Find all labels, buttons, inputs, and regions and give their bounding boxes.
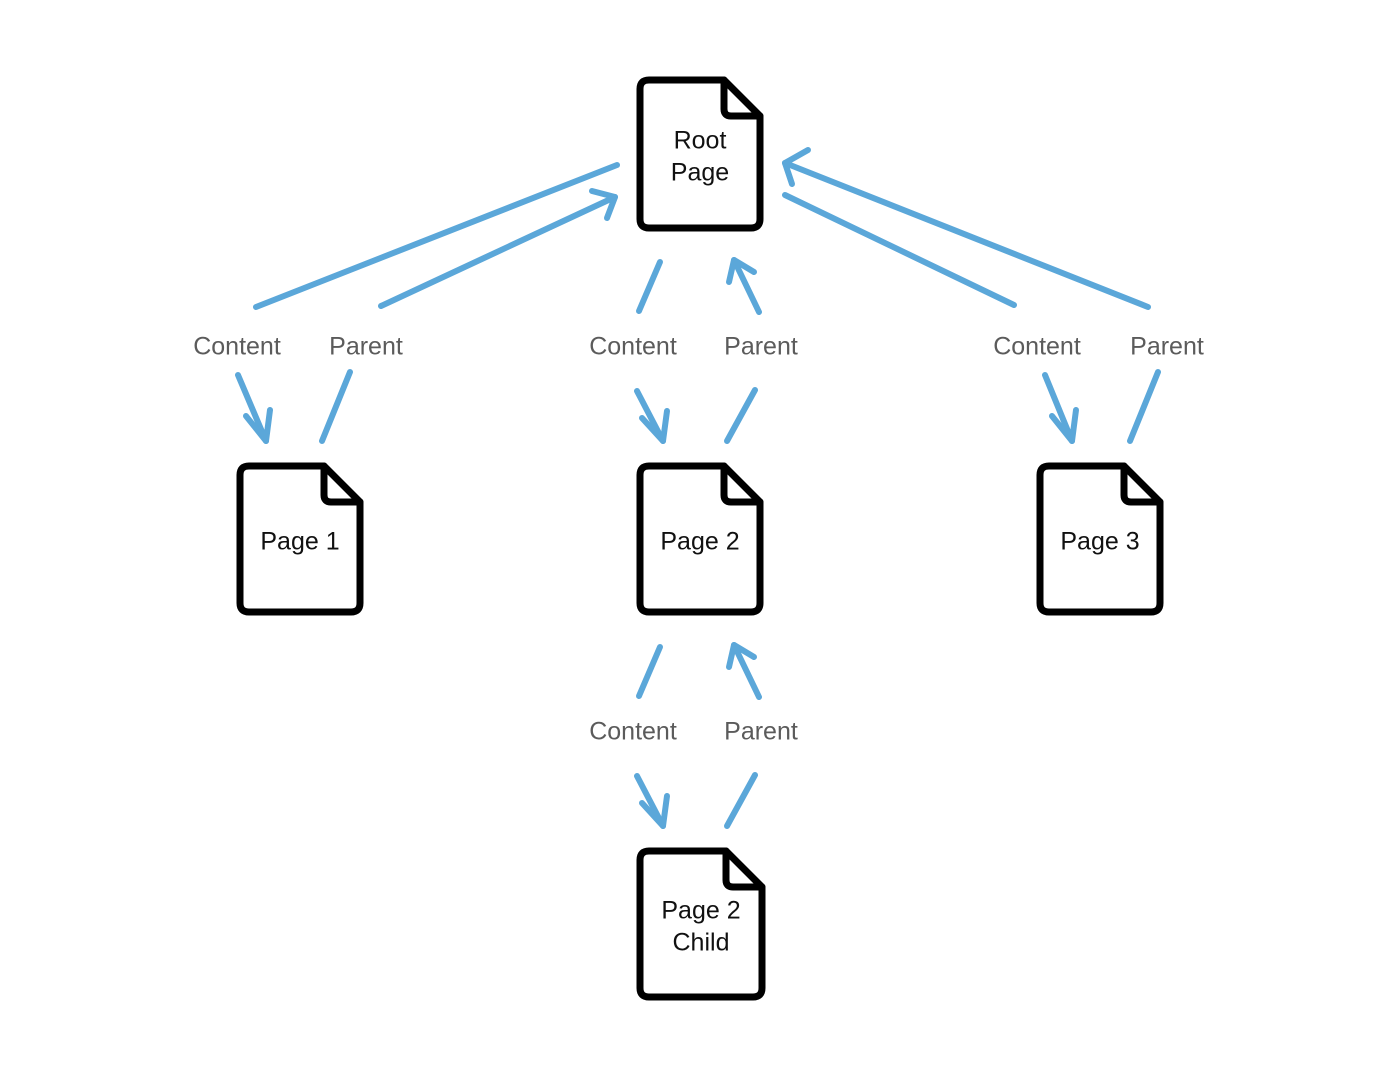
arrowhead-icon [1049,407,1079,444]
node-page-1[interactable]: Page 1 [236,462,364,616]
edge-label-page3-parent-root: Parent [1130,333,1204,361]
arrowhead-icon [726,642,757,670]
node-label-page-2-child: Page 2 [661,897,740,925]
edge-label-page1-parent-root: Parent [329,333,403,361]
edge-segment-bottom [319,369,353,444]
edge-segment-top [782,192,1017,308]
edge-segment-top [731,257,762,315]
edge-segment-bottom [724,387,758,444]
edge-page2-parent-root: Parent [724,257,798,444]
arrowhead-icon [639,793,670,829]
edge-segment-bottom [1042,372,1075,444]
document-fold-icon [720,462,764,506]
node-page-2-child[interactable]: Page 2 Child [636,847,766,1001]
arrowhead-icon [243,407,273,444]
edge-segment-top [253,162,620,310]
node-label-root-page: Page [671,159,729,187]
edge-segment-top [636,644,663,699]
node-label-page-1: Page 1 [260,528,339,556]
edge-segment-bottom [724,772,758,829]
edge-page1-parent-root: Parent [319,188,618,444]
edge-root-content-page1: Content [193,162,620,444]
edge-segment-bottom [235,372,269,444]
node-label-page-2-child: Child [673,929,730,957]
edge-segment-top [636,259,663,314]
arrowhead-icon [782,147,811,187]
edge-label-root-content-page1: Content [193,333,281,361]
arrowhead-icon [589,188,618,221]
edge-segment-bottom [1127,369,1161,444]
node-label-page-2: Page 2 [660,528,739,556]
document-fold-icon [720,76,764,120]
arrowhead-icon [726,257,757,285]
edge-segment-top [782,160,1151,310]
edge-label-page2-parent-root: Parent [724,333,798,361]
node-page-3[interactable]: Page 3 [1036,462,1164,616]
arrowhead-icon [639,408,670,444]
edge-segment-top [378,194,618,309]
node-label-root-page: Root [674,127,727,155]
edge-child-parent-page2: Parent [724,642,798,829]
edge-segment-top [731,642,762,700]
edge-page2-content-child: Content [589,644,677,829]
document-fold-icon [320,462,364,506]
edge-label-root-content-page3: Content [993,333,1081,361]
edge-root-content-page2: Content [589,259,677,444]
edge-label-root-content-page2: Content [589,333,677,361]
edge-label-page2-content-child: Content [589,718,677,746]
node-label-page-3: Page 3 [1060,528,1139,556]
document-fold-icon [1120,462,1164,506]
document-fold-icon [722,847,766,891]
edge-label-child-parent-page2: Parent [724,718,798,746]
edge-root-content-page3: Content [782,192,1081,444]
edge-page3-parent-root: Parent [782,147,1204,444]
node-page-2[interactable]: Page 2 [636,462,764,616]
